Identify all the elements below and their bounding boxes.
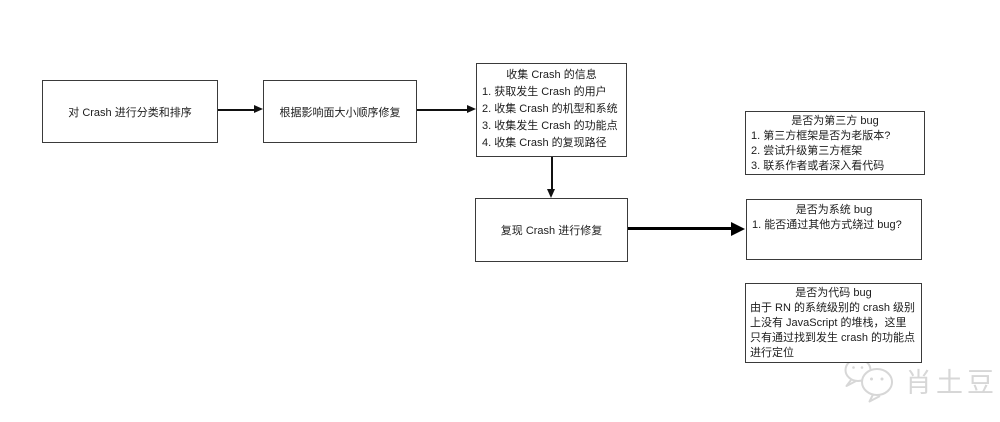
list-item: 3. 联系作者或者深入看代码 bbox=[751, 160, 885, 172]
wechat-icon bbox=[844, 358, 893, 403]
list-item: 1. 能否通过其他方式绕过 bug? bbox=[752, 219, 902, 231]
flow-box-code-bug-body: 由于 RN 的系统级别的 crash 级别上没有 JavaScript 的堆栈，… bbox=[750, 302, 916, 359]
list-item: 4. 收集 Crash 的复现路径 bbox=[482, 137, 607, 149]
flow-box-third-party-bug: 是否为第三方 bug 1. 第三方框架是否为老版本? 2. 尝试升级第三方框架 … bbox=[745, 111, 925, 175]
arrow-collect-to-reproduce-icon bbox=[548, 157, 555, 198]
flow-box-collect-info: 收集 Crash 的信息 1. 获取发生 Crash 的用户 2. 收集 Cra… bbox=[476, 63, 627, 157]
flow-box-fix-by-impact-title: 根据影响面大小顺序修复 bbox=[279, 106, 401, 119]
list-item: 1. 获取发生 Crash 的用户 bbox=[482, 86, 607, 98]
flow-box-code-bug-title: 是否为代码 bug bbox=[795, 287, 872, 299]
arrow-classify-to-fix-icon bbox=[218, 106, 263, 113]
flow-box-system-bug: 是否为系统 bug 1. 能否通过其他方式绕过 bug? bbox=[746, 199, 922, 260]
arrow-reproduce-to-system-bug-icon bbox=[628, 221, 745, 236]
watermark: 肖土豆 bbox=[842, 354, 998, 404]
flow-box-classify: 对 Crash 进行分类和排序 bbox=[42, 80, 218, 143]
arrow-fix-to-collect-icon bbox=[417, 106, 476, 113]
flow-box-third-party-bug-title: 是否为第三方 bug bbox=[791, 115, 879, 127]
list-item: 3. 收集发生 Crash 的功能点 bbox=[482, 120, 618, 132]
watermark-text: 肖土豆 bbox=[905, 368, 998, 398]
flow-box-classify-title: 对 Crash 进行分类和排序 bbox=[68, 106, 192, 119]
list-item: 2. 尝试升级第三方框架 bbox=[751, 145, 863, 157]
flow-box-reproduce-fix-title: 复现 Crash 进行修复 bbox=[500, 225, 603, 237]
flow-box-system-bug-title: 是否为系统 bug bbox=[795, 204, 873, 216]
list-item: 2. 收集 Crash 的机型和系统 bbox=[482, 103, 618, 115]
flow-box-collect-info-title: 收集 Crash 的信息 bbox=[506, 69, 597, 81]
flow-box-code-bug: 是否为代码 bug 由于 RN 的系统级别的 crash 级别上没有 JavaS… bbox=[745, 283, 922, 363]
list-item: 1. 第三方框架是否为老版本? bbox=[751, 130, 891, 142]
flow-box-fix-by-impact: 根据影响面大小顺序修复 bbox=[263, 80, 417, 143]
flow-box-reproduce-fix: 复现 Crash 进行修复 bbox=[475, 198, 628, 262]
